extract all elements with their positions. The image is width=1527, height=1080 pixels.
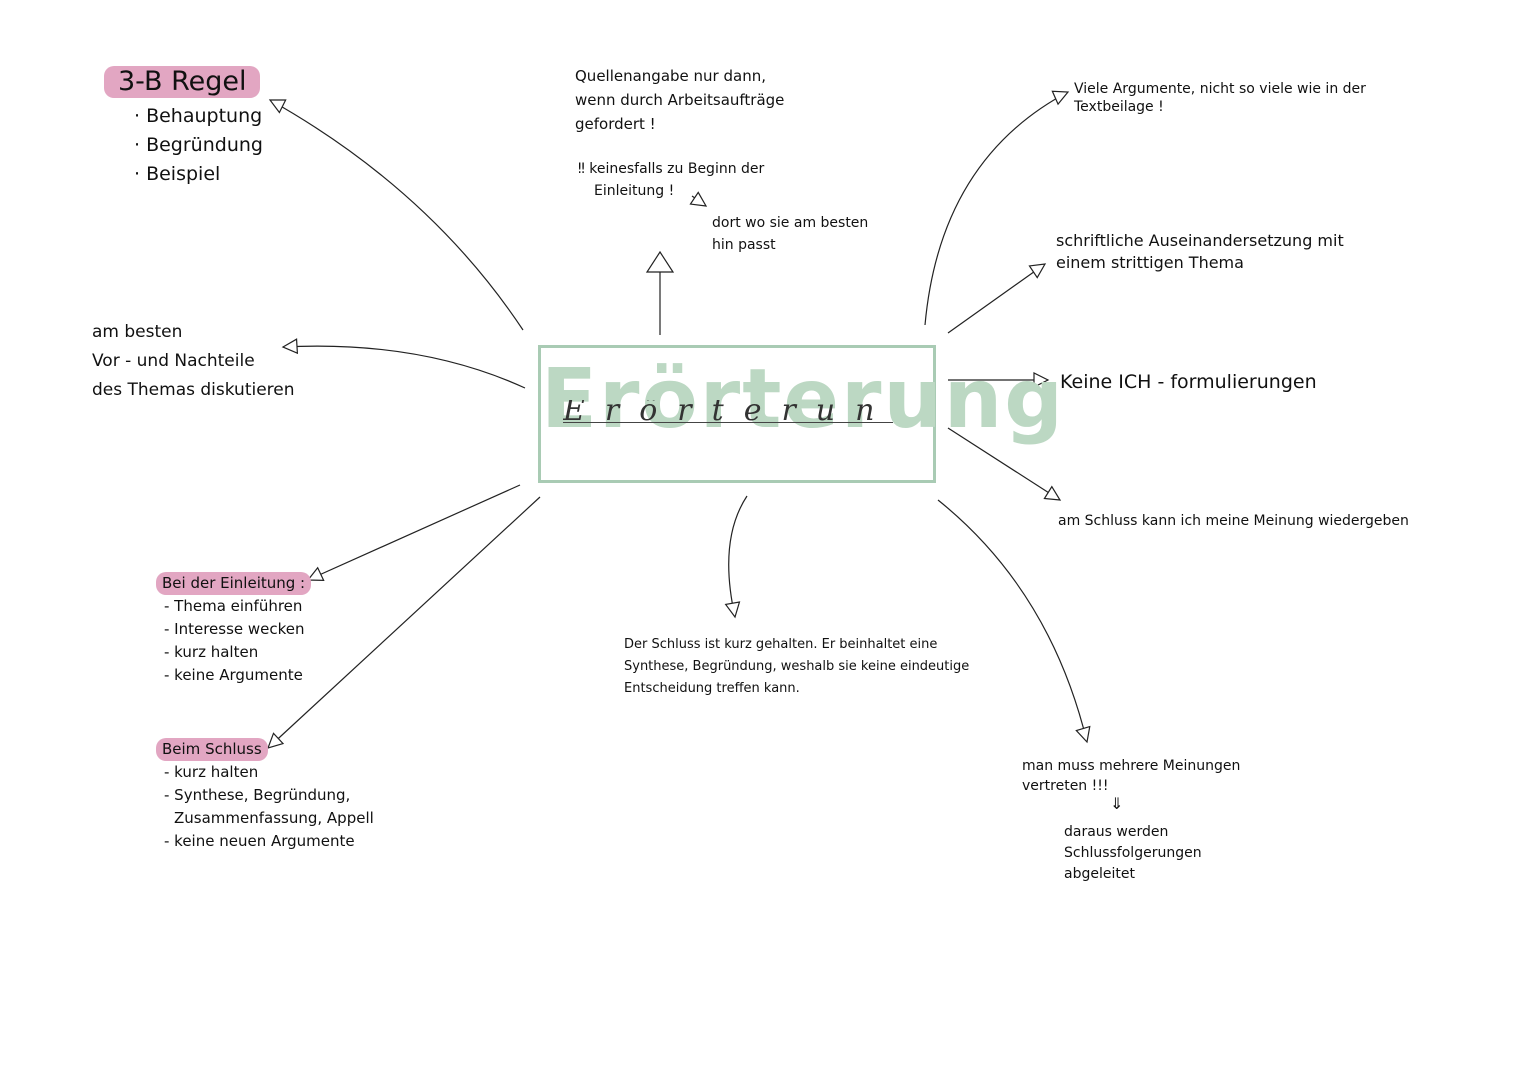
beim-schluss-item: - keine neuen Argumente [164,832,355,850]
einleitung-title: Bei der Einleitung : [156,572,312,595]
arrow-to-keine-ich-head [1033,372,1050,388]
arrow-to-regel [269,99,524,331]
regel-node: 3-B Regel · Behauptung · Begründung · Be… [104,66,263,189]
schluss-kurz-node: Der Schluss ist kurz gehalten. Er beinha… [624,634,969,700]
center-topic-box: Erörterung Erörterung [538,345,1065,483]
schluss-kurz-line: Synthese, Begründung, weshalb sie keine … [624,659,970,674]
einleitung-node: Bei der Einleitung : - Thema einführen -… [156,572,312,687]
argumente-node: Viele Argumente, nicht so viele wie in d… [1074,80,1366,116]
einleitung-item: - Interesse wecken [164,620,305,638]
quellen-node: Quellenangabe nur dann, wenn durch Arbei… [575,64,784,136]
arrow-to-regel-head [268,99,287,114]
center-topic-script: Erörterung [563,400,893,423]
beim-schluss-item: Zusammenfassung, Appell [174,809,374,827]
einleitung-item: - Thema einführen [164,597,303,615]
arrow-to-auseinander [947,263,1046,334]
schluss-kurz-line: Entscheidung treffen kann. [624,681,800,696]
quellen-line: Quellenangabe nur dann, [575,67,766,85]
quellen-sub: dort wo sie am besten hin passt [712,212,868,256]
quellen-sub-line: dort wo sie am besten [712,215,869,231]
quellen-sub-line: hin passt [712,237,776,253]
meinungen-line: man muss mehrere Meinungen [1022,758,1241,774]
beim-schluss-item: - Synthese, Begründung, [164,786,351,804]
arrow-to-schluss-kurz [728,495,748,618]
vorteile-line: des Themas diskutieren [92,380,295,400]
einleitung-item: - kurz halten [164,643,259,661]
arrow-to-quellen-head [645,250,675,273]
arrow-to-auseinander-head [1028,263,1047,279]
meinungen-sub-line: abgeleitet [1064,866,1135,882]
auseinander-line: einem strittigen Thema [1056,253,1244,272]
regel-item: · Beispiel [134,163,221,185]
quellen-line: gefordert ! [575,115,656,133]
beim-schluss-node: Beim Schluss - kurz halten - Synthese, B… [156,738,374,853]
quellen-warning-line: ‼ keinesfalls zu Beginn der [578,161,765,177]
schluss-kurz-line: Der Schluss ist kurz gehalten. Er beinha… [624,637,938,652]
argumente-line: Viele Argumente, nicht so viele wie in d… [1074,81,1366,97]
vorteile-node: am besten Vor - und Nachteile des Themas… [92,318,295,405]
meinungen-sub: daraus werden Schlussfolgerungen abgelei… [1064,822,1202,885]
beim-schluss-title: Beim Schluss [156,738,268,761]
quellen-warning-line: Einleitung ! [594,183,675,199]
regel-title: 3-B Regel [104,66,261,98]
vorteile-line: am besten [92,322,183,342]
meinungen-sub-line: Schlussfolgerungen [1064,845,1202,861]
meinungen-line: vertreten !!! [1022,778,1109,794]
center-topic-title: Erörterung [541,352,1065,447]
meinungen-node: man muss mehrere Meinungen vertreten !!! [1022,756,1240,796]
regel-item: · Begründung [134,134,263,156]
arrow-to-beim-schluss-head [267,732,285,749]
quellen-warning: ‼ keinesfalls zu Beginn der Einleitung ! [578,158,764,202]
arrow-to-schluss-meinung-head [1043,485,1062,501]
arrow-to-schluss-meinung [947,427,1061,501]
quellen-line: wenn durch Arbeitsaufträge [575,91,785,109]
keine-ich-node: Keine ICH - formulierungen [1060,371,1317,393]
auseinander-node: schriftliche Auseinandersetzung mit eine… [1056,230,1344,274]
arrow-to-meinungen-head [1075,725,1091,744]
arrow-to-einleitung-head [306,566,325,581]
arrow-to-vorteile-head [281,338,299,355]
down-double-arrow-icon: ⇓ [1110,794,1124,813]
arrow-to-beim-schluss [267,496,541,749]
arrow-to-einleitung [307,484,521,581]
argumente-line: Textbeilage ! [1074,99,1164,115]
arrow-to-argumente-head [1051,90,1070,106]
einleitung-item: - keine Argumente [164,666,303,684]
arrow-to-vorteile [282,345,526,389]
arrow-to-schluss-kurz-head [724,601,741,619]
beim-schluss-item: - kurz halten [164,763,259,781]
arrow-quellen-sub-head [689,191,708,207]
schluss-meinung-node: am Schluss kann ich meine Meinung wieder… [1058,513,1409,529]
vorteile-line: Vor - und Nachteile [92,351,255,371]
arrow-to-meinungen [937,499,1088,743]
regel-item: · Behauptung [134,105,263,127]
arrow-to-argumente [924,91,1069,326]
meinungen-sub-line: daraus werden [1064,824,1169,840]
auseinander-line: schriftliche Auseinandersetzung mit [1056,231,1344,250]
